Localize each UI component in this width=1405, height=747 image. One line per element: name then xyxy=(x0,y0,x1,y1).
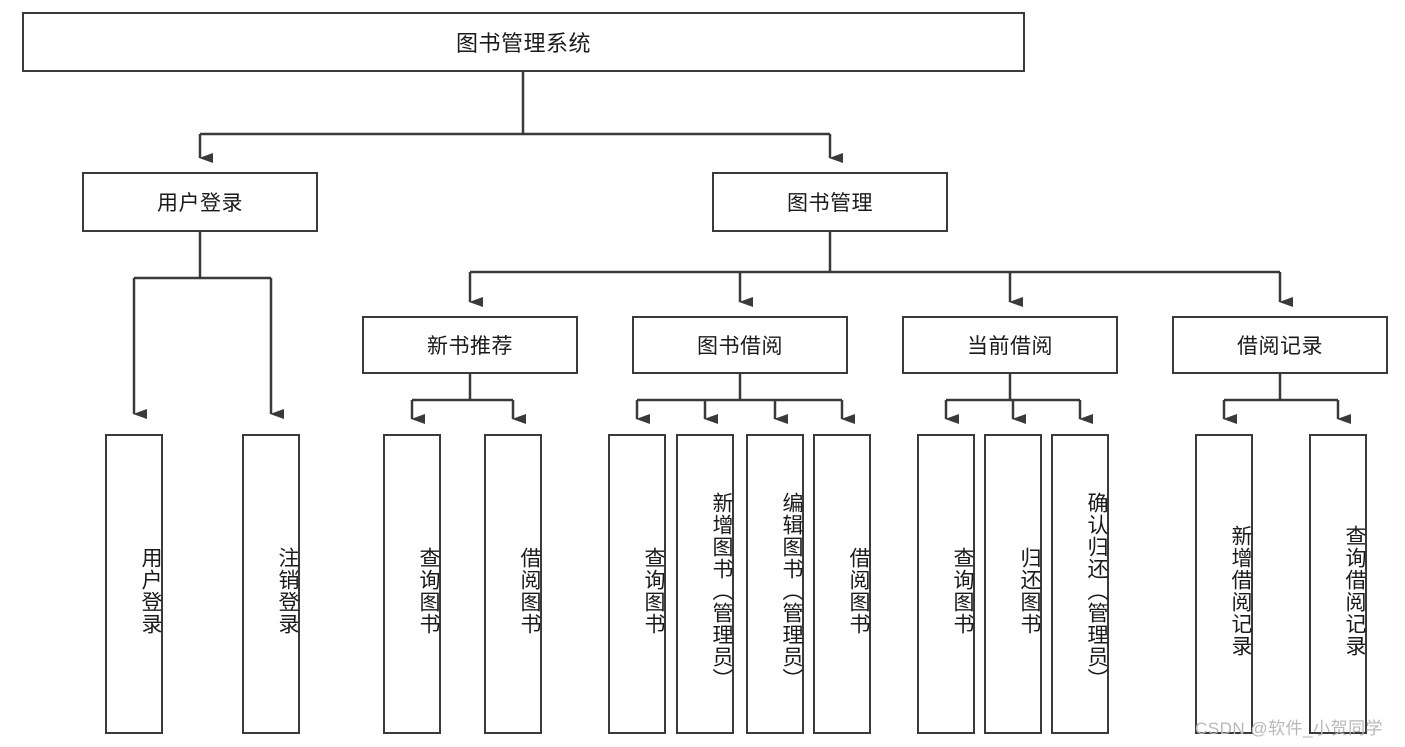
leaf-borrowrecord-query-record[interactable]: 查询借阅记录 xyxy=(1309,434,1367,734)
node-label: 用户登录 xyxy=(157,192,243,215)
node-label: 借阅记录 xyxy=(1237,335,1323,358)
node-label: 图书借阅 xyxy=(697,335,783,358)
node-label: 图书管理 xyxy=(787,192,873,215)
node-borrow-record[interactable]: 借阅记录 xyxy=(1172,316,1388,374)
node-label: 新增图书（管理员） xyxy=(710,492,733,690)
leaf-newbook-borrow-book[interactable]: 借阅图书 xyxy=(484,434,542,734)
node-label: 查询借阅记录 xyxy=(1343,525,1366,657)
node-label: 注销登录 xyxy=(276,547,299,635)
node-current-borrow[interactable]: 当前借阅 xyxy=(902,316,1118,374)
node-label: 图书管理系统 xyxy=(455,31,591,56)
leaf-currentborrow-return-book[interactable]: 归还图书 xyxy=(984,434,1042,734)
leaf-borrowrecord-add-record[interactable]: 新增借阅记录 xyxy=(1195,434,1253,734)
csdn-watermark: CSDN @软件_小贺同学 xyxy=(1195,719,1384,738)
node-label: 新增借阅记录 xyxy=(1229,525,1252,657)
node-label: 查询图书 xyxy=(417,547,440,635)
node-label: 查询图书 xyxy=(951,547,974,635)
leaf-bookborrow-edit-book[interactable]: 编辑图书（管理员） xyxy=(746,434,804,734)
leaf-bookborrow-add-book[interactable]: 新增图书（管理员） xyxy=(676,434,734,734)
node-label: 借阅图书 xyxy=(847,547,870,635)
node-book-management[interactable]: 图书管理 xyxy=(712,172,948,232)
node-label: 归还图书 xyxy=(1018,547,1041,635)
leaf-currentborrow-query-book[interactable]: 查询图书 xyxy=(917,434,975,734)
leaf-bookborrow-query-book[interactable]: 查询图书 xyxy=(608,434,666,734)
leaf-user-login-logout[interactable]: 注销登录 xyxy=(242,434,300,734)
node-label: 编辑图书（管理员） xyxy=(780,492,803,690)
node-label: 查询图书 xyxy=(642,547,665,635)
node-label: 借阅图书 xyxy=(518,547,541,635)
node-label: 确认归还（管理员） xyxy=(1085,492,1108,690)
leaf-user-login-login[interactable]: 用户登录 xyxy=(105,434,163,734)
node-label: 用户登录 xyxy=(139,547,162,635)
node-book-borrow[interactable]: 图书借阅 xyxy=(632,316,848,374)
node-root-system[interactable]: 图书管理系统 xyxy=(22,12,1025,72)
leaf-bookborrow-borrow-book[interactable]: 借阅图书 xyxy=(813,434,871,734)
leaf-currentborrow-confirm-return[interactable]: 确认归还（管理员） xyxy=(1051,434,1109,734)
node-user-login[interactable]: 用户登录 xyxy=(82,172,318,232)
node-label: 新书推荐 xyxy=(427,335,513,358)
node-label: 当前借阅 xyxy=(967,335,1053,358)
leaf-newbook-query-book[interactable]: 查询图书 xyxy=(383,434,441,734)
node-new-book-recommend[interactable]: 新书推荐 xyxy=(362,316,578,374)
